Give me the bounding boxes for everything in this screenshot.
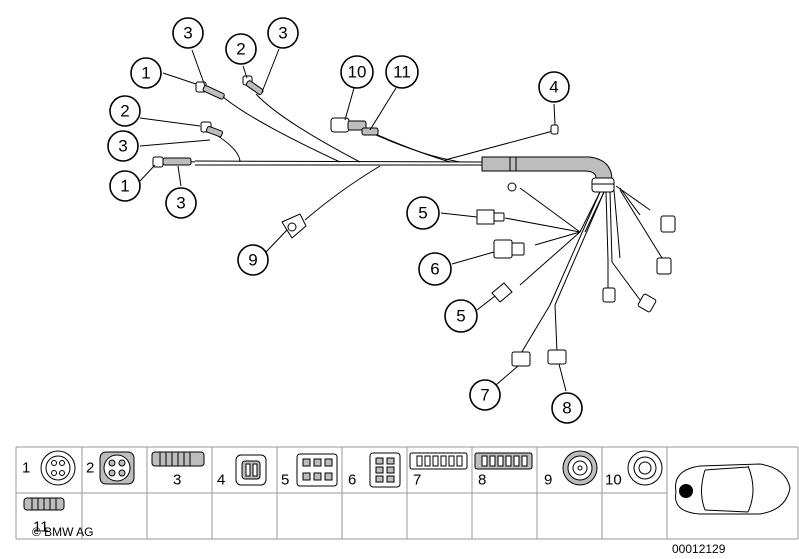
right-connector-b: [656, 257, 672, 275]
legend-label-1: 1: [22, 460, 30, 477]
round-4pin-socket-icon: [99, 451, 135, 485]
legend-table: 1 2 3 4 5: [15, 446, 799, 556]
right-connector-c: [602, 287, 616, 303]
svg-text:1: 1: [120, 177, 129, 196]
callout-2-top: 2: [225, 33, 257, 65]
legend-label-3: 3: [173, 472, 181, 489]
svg-text:4: 4: [549, 78, 558, 97]
callout-10: 10: [340, 55, 374, 89]
callout-5-lower: 5: [444, 299, 478, 333]
svg-text:5: 5: [456, 307, 465, 326]
callout-5-upper: 5: [406, 196, 440, 230]
right-connector-d: [637, 293, 657, 313]
copyright-text: © BMW AG: [32, 525, 94, 539]
svg-text:9: 9: [248, 251, 257, 270]
location-marker-dot: [679, 484, 693, 498]
flat-connector-5b: [491, 282, 513, 303]
strip-connector-8: [547, 349, 567, 365]
callouts: 1 3 2 3 2 3 1 3 10 11 4 5 6 5 9 7 8: [107, 17, 583, 424]
harness-connectors: [152, 75, 676, 367]
callout-3-middle: 3: [107, 130, 139, 162]
svg-text:10: 10: [348, 63, 367, 82]
grommet: [591, 177, 615, 193]
round-4pin-connector-icon: [40, 450, 76, 486]
strip-connector-7: [511, 351, 531, 367]
legend-label-5: 5: [281, 472, 289, 489]
legend-label-9: 9: [544, 472, 552, 489]
legend-label-10: 10: [605, 472, 622, 489]
legend-label-11: 11: [33, 519, 49, 536]
flat-connector-5a: [476, 209, 495, 225]
svg-text:3: 3: [183, 24, 192, 43]
part-number-text: 00012129: [672, 542, 726, 556]
round-multipin-connector-icon-9: [562, 450, 598, 486]
svg-text:5: 5: [418, 204, 427, 223]
right-connector-a: [660, 215, 676, 233]
svg-text:8: 8: [562, 399, 571, 418]
callout-4: 4: [538, 71, 570, 103]
callout-8: 8: [551, 392, 583, 424]
sleeve-connector-icon: [151, 451, 205, 467]
callout-9: 9: [237, 244, 269, 276]
callout-6: 6: [418, 252, 452, 286]
legend-label-2: 2: [86, 460, 94, 477]
strip-connector-icon-7: [409, 452, 468, 470]
svg-text:2: 2: [236, 40, 245, 59]
callout-2-middle: 2: [109, 95, 141, 127]
car-location-icon: [675, 463, 791, 515]
callout-11: 11: [385, 55, 419, 89]
callout-3-top-left: 3: [172, 17, 204, 49]
multi-pin-block-icon-5: [296, 453, 338, 487]
svg-text:3: 3: [176, 194, 185, 213]
small-connector-4: [550, 124, 559, 135]
callout-1-lower: 1: [109, 170, 141, 202]
leader-lines: [139, 48, 567, 392]
block-connector-6: [493, 239, 513, 259]
callout-7: 7: [469, 379, 501, 411]
round-multipin-connector-icon-10: [627, 450, 663, 486]
svg-text:6: 6: [430, 260, 439, 279]
legend-label-6: 6: [348, 472, 356, 489]
sleeve-connector-11: [361, 127, 379, 136]
svg-text:2: 2: [120, 102, 129, 121]
legend-label-8: 8: [478, 472, 486, 489]
multi-pin-block-icon-6: [369, 452, 401, 488]
sleeve-connector-icon-11: [23, 497, 65, 511]
svg-text:3: 3: [278, 24, 287, 43]
callout-1-top: 1: [130, 57, 162, 89]
legend-label-7: 7: [413, 472, 421, 489]
svg-text:1: 1: [141, 64, 150, 83]
callout-3-lower: 3: [165, 187, 197, 219]
svg-text:11: 11: [393, 63, 411, 82]
svg-text:3: 3: [118, 137, 127, 156]
svg-text:7: 7: [480, 386, 489, 405]
two-pin-plug-icon: [235, 454, 267, 486]
multi-pin-connector-10: [330, 117, 350, 133]
legend-label-4: 4: [217, 472, 225, 489]
callout-3-top-right: 3: [267, 17, 299, 49]
strip-connector-icon-8: [474, 452, 533, 470]
